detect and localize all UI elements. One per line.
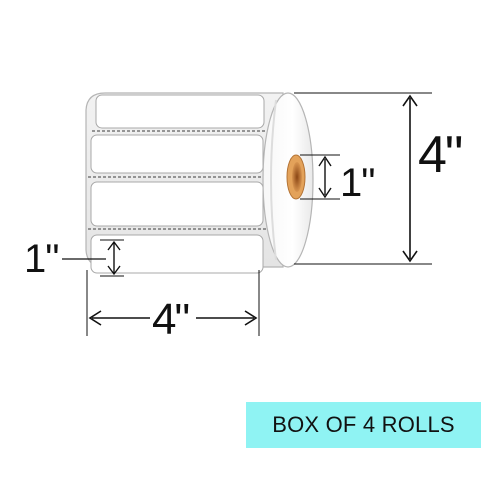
roll-label	[90, 181, 264, 227]
arrowhead-top	[107, 240, 121, 251]
roll-height-label: 4"	[418, 126, 462, 184]
roll-core	[286, 154, 306, 200]
label-width-dimension	[86, 270, 260, 336]
roll-label	[90, 234, 264, 274]
arrowhead-bottom	[107, 265, 121, 276]
roll-side-shading	[270, 99, 277, 261]
arrowhead-left	[88, 310, 102, 326]
box-quantity-badge: BOX OF 4 ROLLS	[246, 402, 481, 448]
arrowhead-top	[402, 94, 418, 107]
core-diameter-label: 1"	[340, 161, 374, 205]
roll-height-dimension	[294, 92, 432, 265]
label-height-dimension	[62, 239, 124, 277]
arrowhead-right	[244, 310, 258, 326]
label-roll	[85, 92, 314, 274]
label-strip	[90, 94, 265, 274]
label-width-label: 4"	[152, 295, 188, 344]
roll-label	[90, 134, 264, 174]
roll-label	[95, 94, 265, 129]
arrowhead-top	[318, 155, 332, 167]
core-diameter-dimension	[300, 154, 340, 200]
perforation-lines	[88, 130, 270, 230]
core-inner-hole	[292, 162, 302, 192]
arrowhead-bottom	[402, 250, 418, 263]
arrowhead-bottom	[318, 187, 332, 199]
label-height-label: 1"	[24, 237, 58, 281]
